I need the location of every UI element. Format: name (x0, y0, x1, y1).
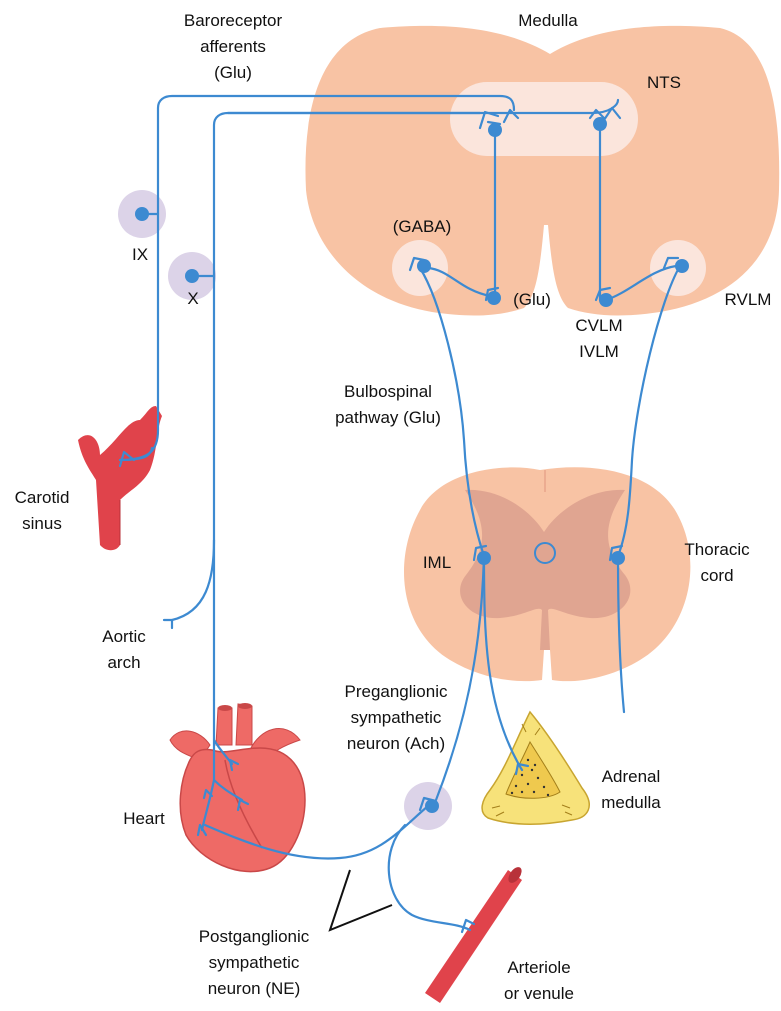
iml-label: IML (423, 553, 451, 572)
cvlm-label: CVLM (575, 316, 622, 335)
baroreceptor-afferents-label-1: Baroreceptor (184, 11, 283, 30)
medulla-shape (305, 26, 779, 316)
baroreceptor-afferents-label-3: (Glu) (214, 63, 252, 82)
arteriole (425, 865, 524, 1003)
thoracic-cord-label-1: Thoracic (684, 540, 750, 559)
ix-label: IX (132, 245, 148, 264)
gaba-label: (GABA) (393, 217, 452, 236)
postganglionic-label-3: neuron (NE) (208, 979, 301, 998)
postganglionic-label-1: Postganglionic (199, 927, 310, 946)
thoracic-cord-label-2: cord (700, 566, 733, 585)
baroreceptor-afferents-label-2: afferents (200, 37, 266, 56)
arteriole-label-2: or venule (504, 984, 574, 1003)
aortic-arch-nerve (172, 540, 214, 620)
x-label: X (187, 289, 198, 308)
nts-region (450, 82, 638, 156)
preganglionic-label-1: Preganglionic (344, 682, 448, 701)
bulbospinal-label-1: Bulbospinal (344, 382, 432, 401)
preganglionic-label-2: sympathetic (351, 708, 442, 727)
adrenal-medulla-label-2: medulla (601, 793, 661, 812)
carotid-sinus-label-1: Carotid (15, 488, 70, 507)
heart-label: Heart (123, 809, 165, 828)
heart (170, 703, 305, 872)
bulbospinal-label-2: pathway (Glu) (335, 408, 441, 427)
arteriole-label-1: Arteriole (507, 958, 570, 977)
medulla-label: Medulla (518, 11, 578, 30)
rvlm-label: RVLM (725, 290, 772, 309)
postganglionic-pointer (330, 870, 392, 930)
glu-label: (Glu) (513, 290, 551, 309)
postganglionic-label-2: sympathetic (209, 953, 300, 972)
aortic-arch-label-2: arch (107, 653, 140, 672)
postganglionic-to-arteriole-nerve (389, 825, 470, 930)
carotid-sinus-label-2: sinus (22, 514, 62, 533)
ivlm-label: IVLM (579, 342, 619, 361)
adrenal-medulla-label-1: Adrenal (602, 767, 661, 786)
nts-label: NTS (647, 73, 681, 92)
adrenal-medulla-gland (482, 712, 589, 824)
preganglionic-label-3: neuron (Ach) (347, 734, 445, 753)
aortic-arch-label-1: Aortic (102, 627, 146, 646)
